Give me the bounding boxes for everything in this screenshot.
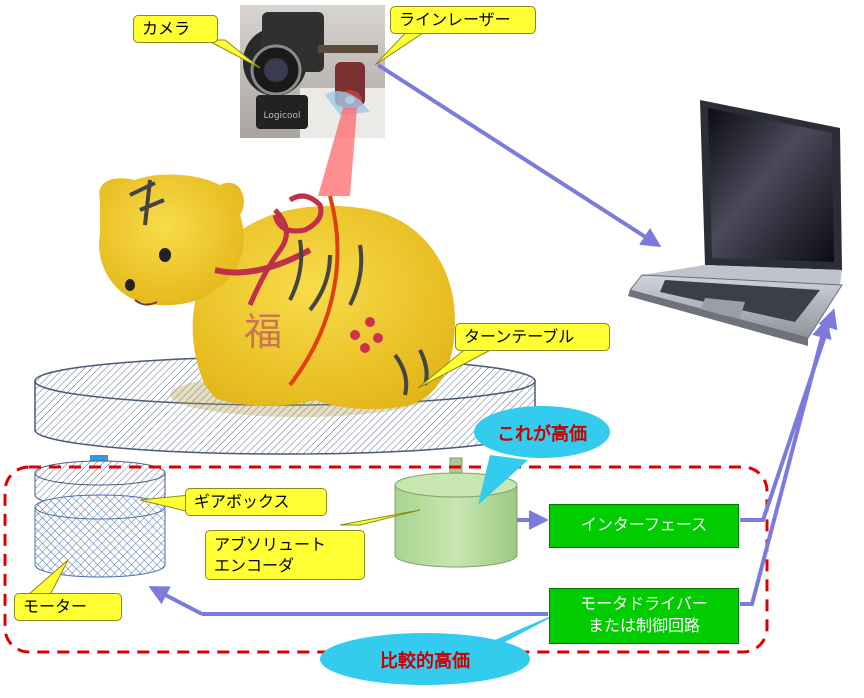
tiger-kanji: 福: [244, 310, 282, 354]
encoder-label-line1: アブソリュート: [214, 535, 327, 554]
motor-label: モーター: [14, 593, 122, 621]
laptop-icon: [628, 100, 843, 346]
encoder-label-line2: エンコーダ: [214, 556, 295, 575]
motor-driver-line1: モータドライバー: [580, 594, 708, 613]
camera-label: カメラ: [133, 15, 218, 43]
expensive-ellipse: [474, 406, 610, 458]
interface-box: インターフェース: [549, 504, 739, 548]
encoder-label: アブソリュート エンコーダ: [205, 530, 365, 580]
gearbox-label: ギアボックス: [185, 488, 327, 516]
relatively-expensive-label: 比較的高価: [380, 651, 470, 672]
motor-driver-box: モータドライバー または制御回路: [549, 588, 739, 644]
laser-label: ラインレーザー: [390, 6, 536, 34]
tiger-figurine: 福: [99, 174, 455, 417]
relatively-expensive-ellipse: [320, 633, 530, 685]
turntable-label: ターンテーブル: [455, 323, 610, 351]
connector-arrows: [148, 63, 838, 616]
expensive-label: これが高価: [497, 424, 587, 445]
svg-text:Logicool: Logicool: [263, 111, 300, 121]
motor-driver-line2: または制御回路: [587, 616, 700, 635]
motor-cylinder: [34, 494, 166, 578]
camera-photo: Logicool: [240, 5, 385, 138]
laser-beam: [318, 108, 357, 196]
